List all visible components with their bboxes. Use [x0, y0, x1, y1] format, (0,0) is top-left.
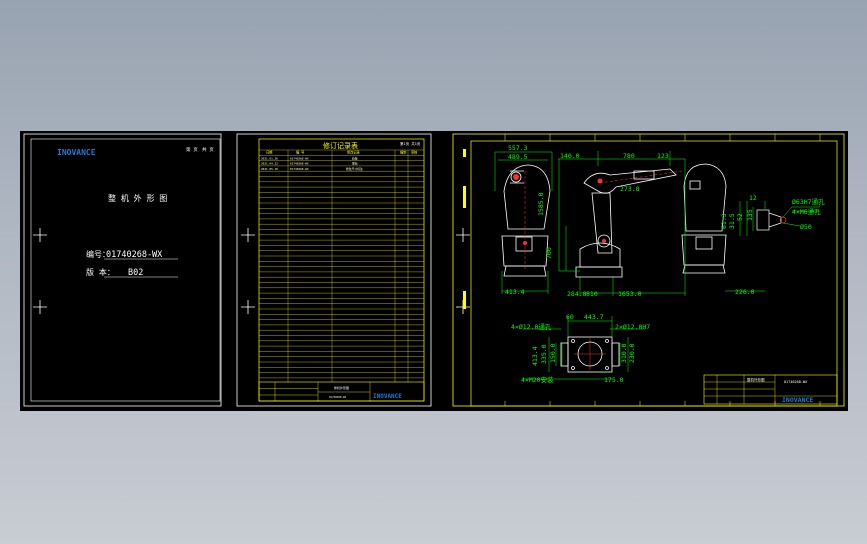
- title-block-name: 整机外形图: [747, 377, 765, 382]
- revision-footer: 整机外形图 01740268-WX INOVANCE: [258, 381, 425, 402]
- joint-marker: [513, 174, 519, 180]
- revision-row: 2021.05.18 01740268-WX 修改尺寸标注: [261, 167, 363, 171]
- dim-label: 1585.0: [537, 192, 545, 216]
- crosshair-mark: [241, 228, 255, 242]
- version-value: B02: [128, 268, 143, 278]
- crosshair-mark: [456, 228, 470, 242]
- dim-label: 226.0: [735, 288, 755, 296]
- flange-detail: [756, 209, 787, 231]
- dim-label: 335.0: [540, 344, 548, 364]
- dim-label: 12: [749, 194, 757, 202]
- page-total-label: 共 页: [202, 146, 214, 153]
- dim-label: 135: [746, 209, 754, 221]
- svg-text:2021.05.18: 2021.05.18: [261, 167, 278, 171]
- robot-front-view: [501, 164, 551, 277]
- revision-title: 修订记录表: [323, 141, 358, 150]
- dim-label: 489.5: [508, 153, 528, 161]
- dim-label: 175.0: [604, 376, 624, 384]
- cad-drawing-canvas: INOVANCE 第 页 共 页 整 机 外 形 图 编号： 01740268-…: [23, 133, 845, 407]
- dim-label: 273.8: [620, 185, 640, 193]
- drawing-title-block: 整机外形图 01740268-WX INOVANCE: [703, 374, 838, 405]
- header-author: 编制: [400, 150, 406, 155]
- dim-label: 31.5: [728, 213, 736, 229]
- dim-label: 310.0: [620, 343, 628, 363]
- dim-label: 150.0: [549, 343, 557, 363]
- dim-label: 4×M20安装: [521, 375, 554, 384]
- cad-viewport[interactable]: INOVANCE 第 页 共 页 整 机 外 形 图 编号： 01740268-…: [20, 131, 848, 411]
- dim-label: 123: [657, 152, 669, 160]
- header-record: 修改记录: [347, 150, 361, 155]
- dimension-labels: 557.3 489.5 413.4 140.0 780 123 273.8 15…: [505, 144, 825, 384]
- header-date: 日期: [266, 150, 272, 155]
- code-value: 01740268-WX: [106, 250, 163, 260]
- dim-label: 700: [545, 247, 553, 259]
- flange-note: Ø50: [800, 223, 812, 231]
- crosshair-mark: [241, 300, 255, 314]
- version-label: 版 本：: [86, 267, 115, 277]
- svg-text:2021.04.22: 2021.04.22: [261, 162, 278, 166]
- header-code: 编 号: [296, 150, 304, 155]
- drawing-sheet: 557.3 489.5 413.4 140.0 780 123 273.8 15…: [452, 133, 845, 407]
- svg-text:2021.01.26: 2021.01.26: [261, 156, 278, 160]
- title-block-logo: INOVANCE: [782, 396, 813, 404]
- dim-label: 2×Ø12.0H7: [615, 323, 650, 331]
- dim-label: 52: [736, 213, 744, 221]
- svg-text:01740268-WX: 01740268-WX: [290, 162, 309, 166]
- crosshair-mark: [33, 228, 47, 242]
- joint-marker: [602, 239, 606, 243]
- flange-note: Ø63H7通孔: [792, 197, 825, 206]
- page-number-label: 第 页: [186, 146, 198, 153]
- svg-text:01740268-WX: 01740268-WX: [290, 167, 309, 171]
- svg-text:更新: 更新: [352, 162, 358, 166]
- revision-sheet: 修订记录表 第1页 共1页 日期 编 号 修改记录 编制 审核 2021.01.…: [236, 133, 432, 407]
- flange-note: 4×M6通孔: [792, 207, 821, 216]
- dim-label: 230.0: [628, 343, 636, 363]
- dim-label: 4×Ø12.0通孔: [511, 322, 552, 331]
- robot-rear-view: [681, 163, 727, 274]
- robot-side-view: [575, 168, 683, 278]
- dim-label: 140.0: [560, 152, 580, 160]
- cover-sheet: INOVANCE 第 页 共 页 整 机 外 形 图 编号： 01740268-…: [23, 133, 222, 407]
- cover-title: 整 机 外 形 图: [108, 193, 167, 203]
- dim-label: 61.3: [720, 213, 728, 229]
- dim-label: 284.8: [567, 290, 587, 298]
- revision-header-row: 日期 编 号 修改记录 编制 审核: [266, 150, 418, 155]
- svg-text:01740268-WX: 01740268-WX: [290, 156, 309, 160]
- footer-code: 01740268-WX: [329, 395, 347, 399]
- revision-row: 2021.04.22 01740268-WX 更新: [261, 162, 358, 166]
- title-block-code: 01740268-WX: [784, 380, 808, 384]
- footer-title: 整机外形图: [334, 385, 349, 390]
- joint-marker: [597, 178, 603, 184]
- svg-text:修改尺寸标注: 修改尺寸标注: [346, 167, 363, 171]
- dim-label: 557.3: [508, 144, 528, 152]
- revision-table-grid: [259, 149, 424, 382]
- footer-logo: INOVANCE: [373, 393, 402, 400]
- dim-label: 780: [623, 152, 635, 160]
- revision-page-label: 第1页 共1页: [400, 141, 421, 146]
- code-label: 编号：: [86, 249, 110, 259]
- dim-label: 413.4: [505, 288, 525, 296]
- revision-row: 2021.01.26 01740268-WX 新版: [261, 156, 358, 160]
- dim-label: 1653.0: [618, 290, 642, 298]
- dim-label: 810: [586, 290, 598, 298]
- dim-label: 443.7: [584, 313, 604, 321]
- dimension-lines: [494, 151, 820, 380]
- crosshair-mark: [33, 300, 47, 314]
- dim-label: 413.4: [531, 346, 539, 366]
- dim-label: 60: [566, 313, 574, 321]
- header-reviewer: 审核: [411, 150, 418, 155]
- joint-marker: [523, 241, 527, 245]
- brand-logo: INOVANCE: [57, 148, 96, 157]
- svg-text:新版: 新版: [352, 156, 358, 160]
